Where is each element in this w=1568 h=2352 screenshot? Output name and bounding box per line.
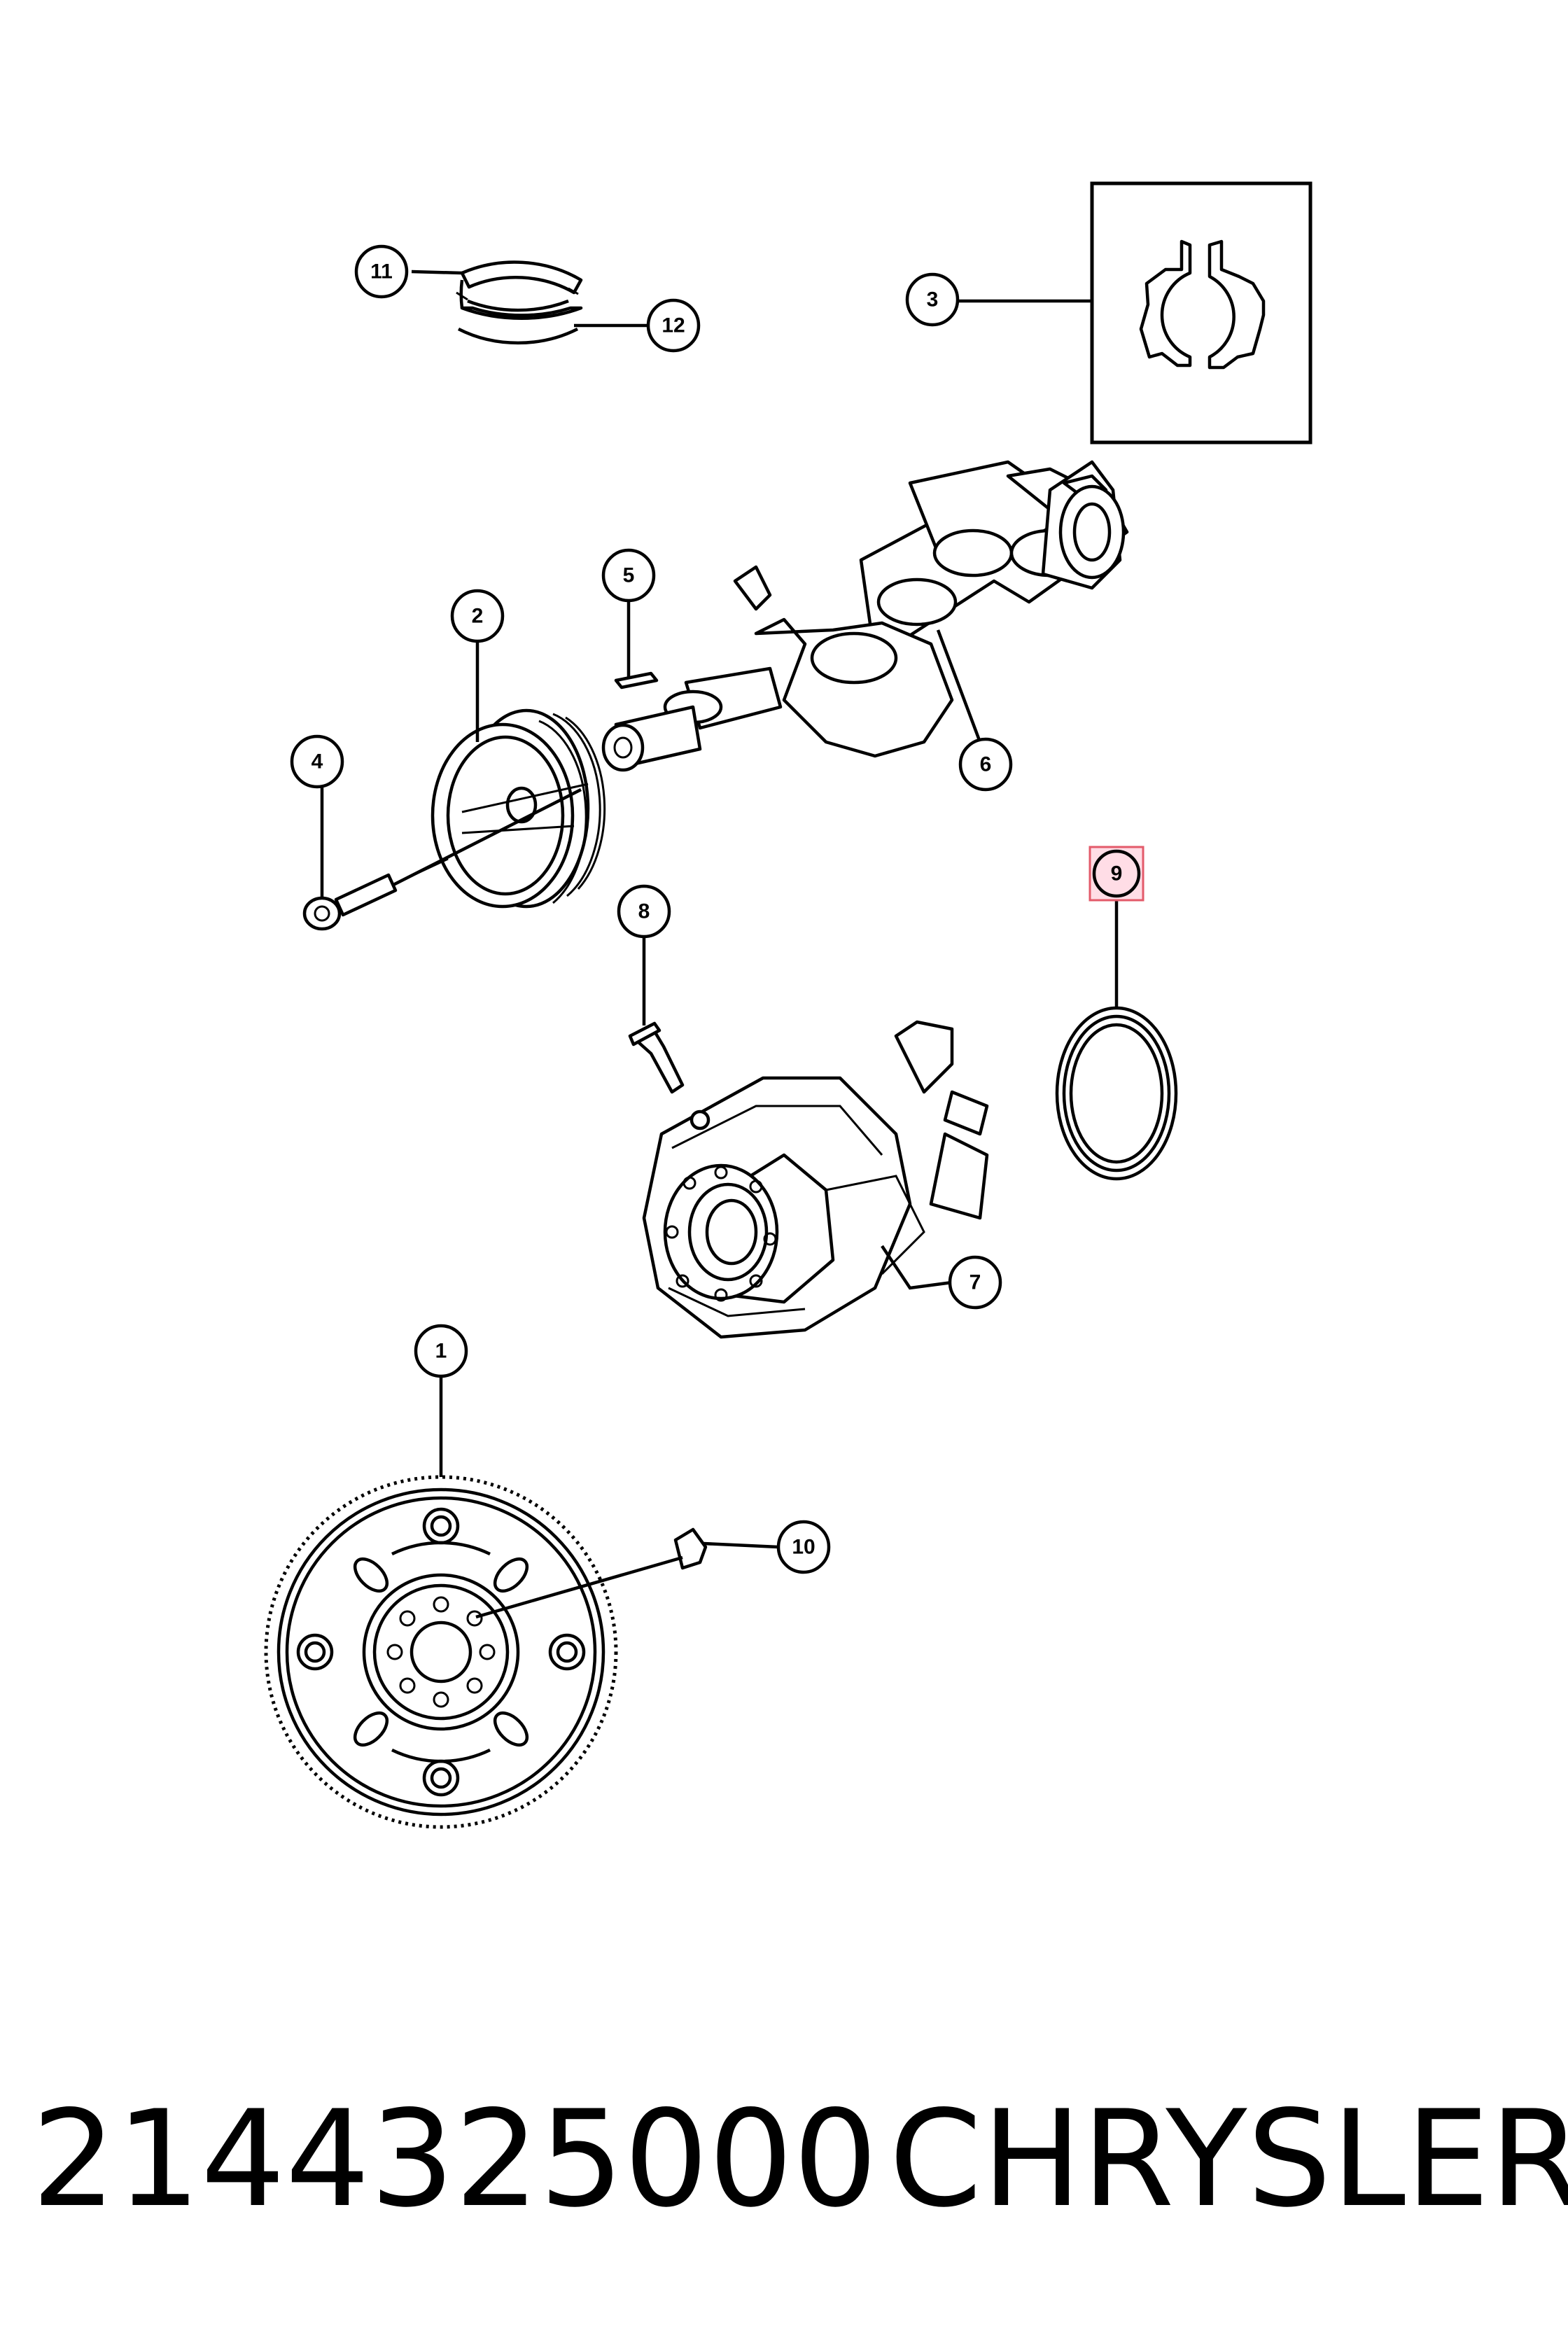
callout-4[interactable]: 4 bbox=[290, 734, 344, 789]
part-vibration-damper bbox=[430, 708, 606, 909]
part-rear-main-seal bbox=[1055, 1006, 1178, 1181]
callout-10[interactable]: 10 bbox=[776, 1520, 831, 1574]
callout-4-label: 4 bbox=[312, 750, 323, 774]
callout-3-label: 3 bbox=[927, 288, 939, 312]
part-crankshaft-bearing-shells bbox=[456, 260, 583, 345]
part-crankshaft bbox=[601, 460, 1129, 772]
callout-8-label: 8 bbox=[638, 900, 650, 923]
part-flexplate bbox=[264, 1475, 618, 1829]
callout-11[interactable]: 11 bbox=[354, 244, 409, 299]
part-target-wheel-screw bbox=[628, 1021, 685, 1094]
part-crank-with-target-wheel bbox=[642, 1020, 989, 1339]
part-damper-bolt bbox=[302, 788, 582, 931]
callout-7[interactable]: 7 bbox=[948, 1255, 1002, 1310]
callout-9-label: 9 bbox=[1111, 862, 1123, 886]
callout-10-label: 10 bbox=[792, 1536, 815, 1559]
part-thrust-washer-box bbox=[1090, 181, 1312, 444]
leader-lines bbox=[320, 270, 1119, 1549]
callout-6-label: 6 bbox=[980, 753, 992, 776]
callout-12[interactable]: 12 bbox=[646, 298, 701, 353]
callout-5[interactable]: 5 bbox=[601, 548, 656, 603]
part-key bbox=[614, 671, 659, 690]
callout-5-label: 5 bbox=[623, 564, 635, 587]
callout-7-label: 7 bbox=[969, 1271, 981, 1294]
callout-3[interactable]: 3 bbox=[905, 272, 960, 327]
callout-8[interactable]: 8 bbox=[617, 884, 671, 939]
callout-1-label: 1 bbox=[435, 1340, 447, 1363]
callout-2-label: 2 bbox=[472, 605, 484, 628]
part-number: 2144325000 bbox=[31, 2082, 878, 2236]
callout-11-label: 11 bbox=[370, 260, 393, 284]
callout-9[interactable]: 9 bbox=[1092, 849, 1141, 898]
callout-6[interactable]: 6 bbox=[958, 737, 1013, 792]
callout-2[interactable]: 2 bbox=[450, 589, 505, 643]
callout-12-label: 12 bbox=[662, 314, 685, 337]
brand-name: CHRYSLER bbox=[889, 2082, 1568, 2236]
callout-1[interactable]: 1 bbox=[414, 1324, 468, 1378]
part-flexplate-bolt bbox=[475, 1527, 708, 1619]
